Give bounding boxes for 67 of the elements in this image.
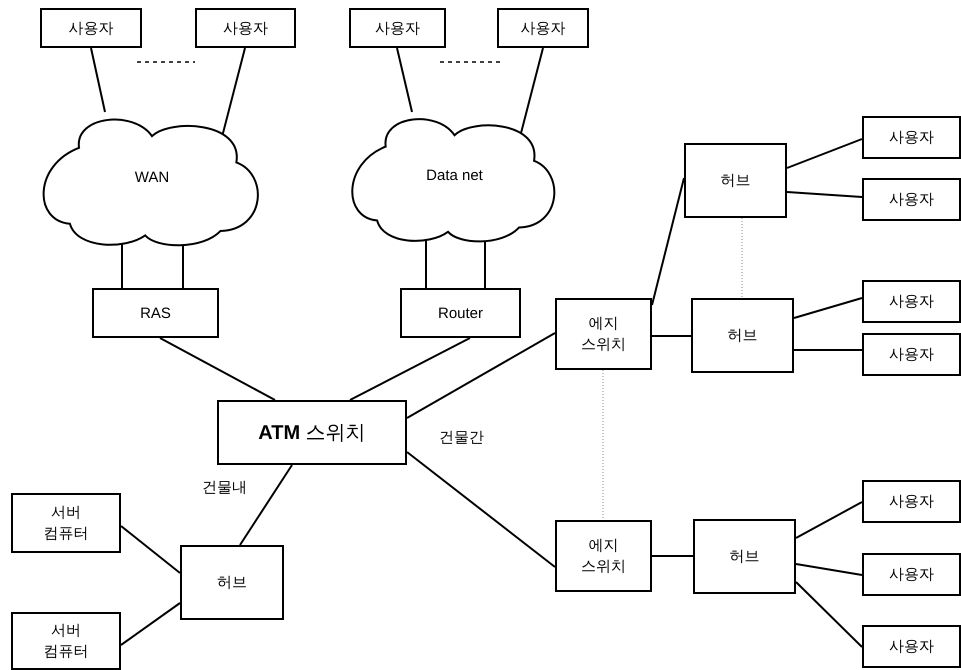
switch-box: [555, 298, 652, 370]
hub-box: [684, 143, 787, 218]
cloud-label: WAN: [134, 168, 170, 188]
user-box: [195, 8, 296, 48]
dotted-line: [602, 370, 604, 520]
hub-box: [180, 545, 284, 620]
connector-line: [90, 48, 106, 112]
connector-line: [652, 555, 693, 557]
box-label: 사용자: [68, 18, 114, 38]
connector-line: [796, 563, 862, 576]
box-label: 사용자: [520, 18, 566, 38]
device-box: [92, 288, 219, 338]
user-box: [40, 8, 142, 48]
box-label: 에지 스위치: [580, 536, 627, 577]
switch-box: [555, 520, 652, 592]
box-label: 허브: [728, 326, 758, 346]
connector-line: [406, 332, 556, 419]
hub-box: [693, 519, 796, 594]
box-label: RAS: [140, 304, 171, 324]
box-label: 에지 스위치: [580, 314, 627, 355]
box-label: 사용자: [889, 345, 934, 365]
connector-line: [160, 337, 276, 401]
connector-line: [796, 501, 862, 539]
box-label: 서버 컴퓨터: [42, 503, 90, 544]
device-box: [400, 288, 521, 338]
box-label: 사용자: [889, 565, 934, 585]
connector-line: [795, 581, 863, 648]
server-box: [11, 493, 121, 553]
user-box: [862, 178, 961, 221]
user-box: [862, 625, 961, 668]
connector-line: [120, 602, 181, 646]
switch-box: [217, 400, 407, 465]
server-box: [11, 612, 121, 670]
box-label: 사용자: [889, 292, 934, 312]
user-box: [862, 480, 961, 523]
box-label: 사용자: [889, 128, 934, 148]
box-label: 허브: [720, 171, 750, 191]
user-box: [862, 116, 961, 159]
connector-line: [786, 191, 862, 198]
box-label: 사용자: [375, 18, 420, 38]
connector-line: [786, 138, 862, 169]
box-label: 사용자: [889, 492, 934, 512]
connector-line: [239, 464, 293, 546]
connector-line: [406, 451, 556, 568]
hub-box: [691, 298, 794, 373]
box-label: 사용자: [889, 637, 934, 657]
connector-line: [396, 48, 413, 112]
user-box: [862, 280, 961, 323]
user-box: [862, 553, 961, 596]
box-label: 허브: [217, 573, 247, 593]
connector-line: [794, 349, 862, 351]
user-box: [862, 333, 961, 376]
connector-line: [652, 335, 691, 337]
box-label: 사용자: [223, 18, 268, 38]
box-label: 서버 컴퓨터: [42, 621, 90, 662]
connector-line: [794, 297, 862, 319]
connector-line: [651, 178, 685, 306]
user-box: [497, 8, 589, 48]
connector-line: [350, 337, 470, 401]
box-label: 허브: [730, 547, 760, 567]
edge-label: 건물간: [437, 428, 486, 447]
box-label: 사용자: [889, 190, 934, 210]
connector-line: [120, 525, 181, 574]
box-label: ATM 스위치: [258, 420, 366, 446]
cloud-label: Data net: [426, 166, 483, 186]
box-label: Router: [438, 304, 484, 324]
user-box: [349, 8, 446, 48]
